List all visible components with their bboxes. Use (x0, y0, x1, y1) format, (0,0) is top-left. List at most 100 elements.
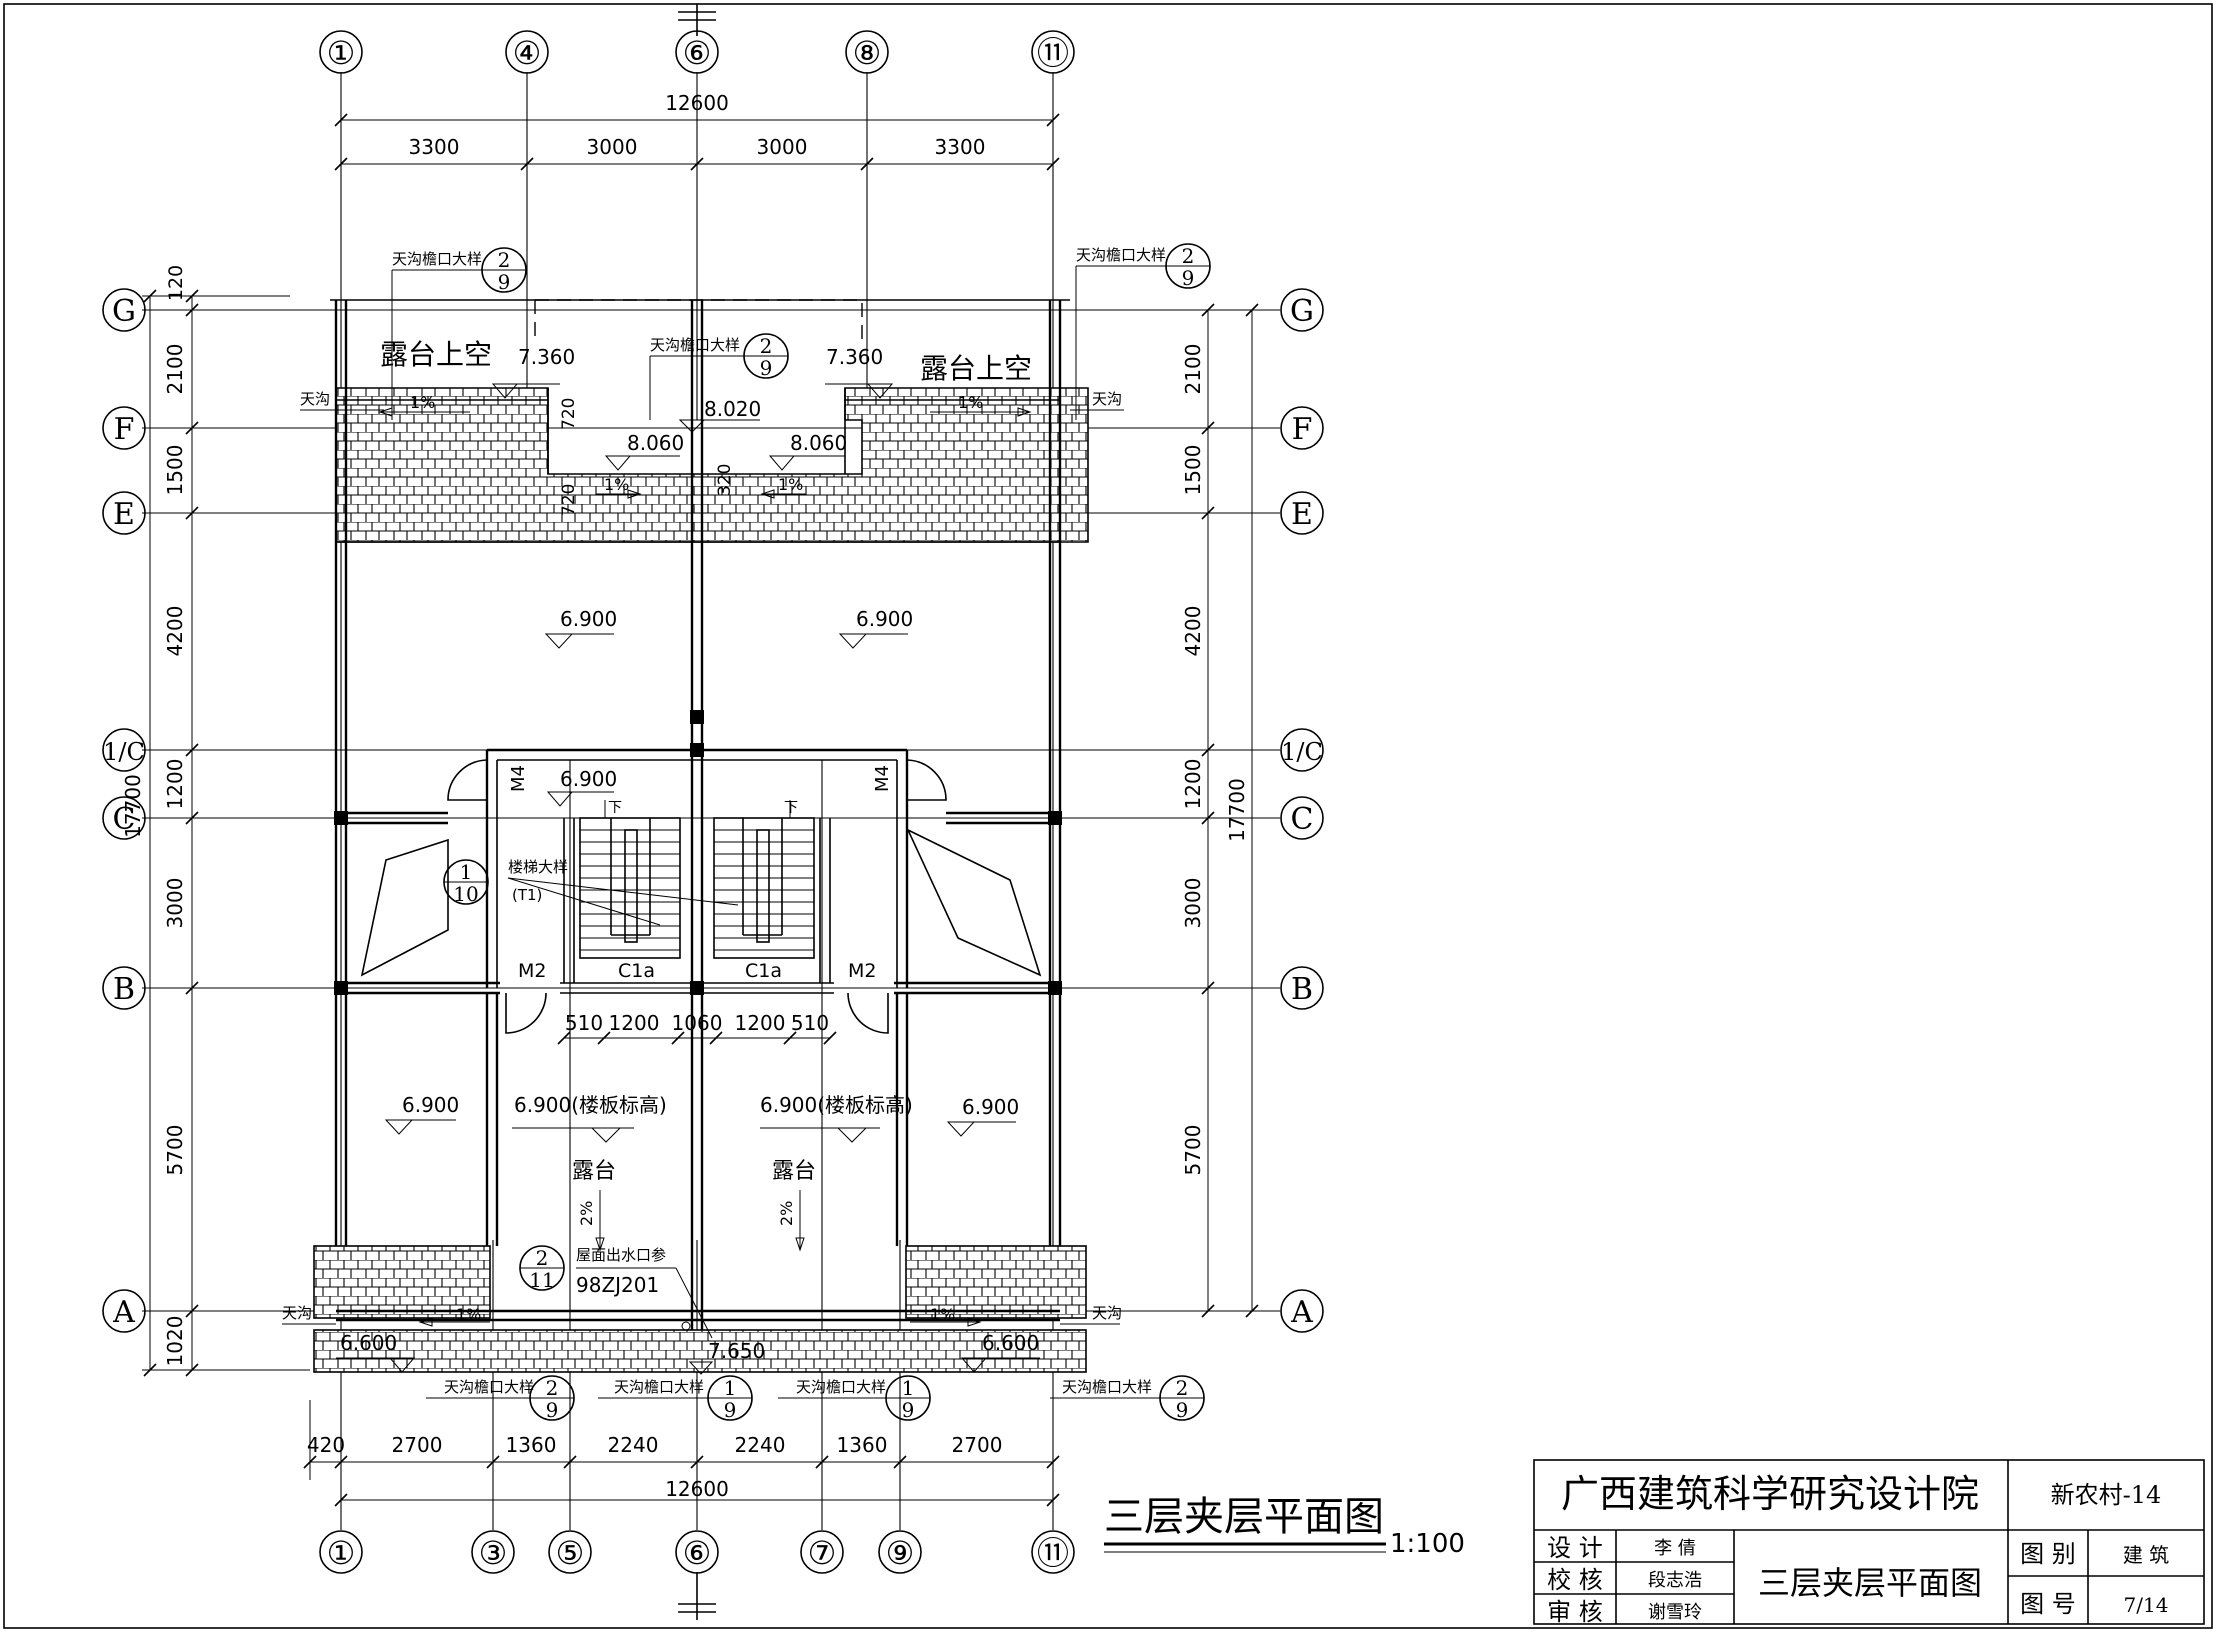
elevation-marks: 7.360 7.360 8.020 8.060 8.060 6.900 6.90… (336, 345, 1040, 1375)
elev-mark-8: 6.900 (546, 767, 617, 807)
ref-label-gutter-1: 天沟檐口大样 (392, 250, 482, 268)
ref-num-3: 2 (1182, 244, 1195, 268)
label-terrace-left: 露台 (572, 1159, 616, 1184)
axis-label-left-E: E (113, 497, 135, 532)
slope-1: 1% (410, 393, 435, 412)
axis-label-left-B: B (113, 972, 135, 1007)
stair-down-left: 下 (608, 800, 622, 816)
axis-label-right-F: F (1292, 412, 1313, 447)
slope-6: 1% (930, 1305, 955, 1324)
stair-dim-5: 510 (791, 1011, 829, 1035)
ref-label-gutter-2: 天沟檐口大样 (650, 336, 740, 354)
slope-3: 1% (604, 475, 629, 494)
stair-down-right: 下 (784, 800, 798, 816)
elev-mark-7: 6.900 (838, 607, 913, 649)
elev-mark-15: 7.650 (688, 1339, 765, 1375)
slope-8: 2% (777, 1201, 796, 1226)
axis-label-right-A: A (1290, 1295, 1313, 1330)
small-dimensions: 720 720 320 (559, 398, 735, 516)
drawing-scale: 1:100 (1390, 1529, 1465, 1559)
dim-right-span-2: 1500 (1181, 445, 1205, 496)
ref-label-gutter-3: 天沟檐口大样 (1076, 246, 1166, 264)
ref-label-stair: 楼梯大样 (508, 858, 568, 876)
tb-design-name: 李 倩 (1654, 1538, 1696, 1559)
ref-label-drain: 屋面出水口参 (576, 1246, 666, 1264)
stair-dimensions: 510 1200 1060 1200 510 (557, 1011, 837, 1045)
dim-top-span-2: 3000 (587, 135, 638, 159)
axis-label-bottom-5: ⑤ (556, 1534, 585, 1572)
room-labels: 露台上空 露台上空 露台 露台 (380, 338, 1032, 1184)
dim-left-span-2: 2100 (163, 344, 187, 395)
side-room-left-outline (360, 838, 449, 977)
gutter-top-left: 天沟 (300, 390, 330, 408)
stair-dim-3: 1060 (672, 1011, 723, 1035)
axis-label-left-G: G (112, 294, 136, 329)
doors: M4 M4 M2 M2 C1a C1a (447, 759, 947, 1034)
roof-tiles-bottom-right (905, 1245, 1087, 1319)
elev-2: 7.360 (826, 345, 883, 369)
elev-7: 6.900 (856, 607, 913, 631)
axis-label-top-6: ⑥ (683, 34, 712, 72)
label-terrace-void-left: 露台上空 (380, 338, 492, 371)
axis-label-top-1: ① (327, 34, 356, 72)
stair-dim-4: 1200 (735, 1011, 786, 1035)
tb-category-value: 建 筑 (2123, 1543, 2169, 1567)
axis-label-left-A: A (112, 1295, 135, 1330)
symmetry-mark-bottom (678, 1572, 716, 1620)
ref-num-2: 2 (760, 334, 773, 358)
axis-label-left-F: F (114, 412, 135, 447)
ref-den-drain: 11 (529, 1268, 554, 1292)
axis-label-bottom-6: ⑥ (683, 1534, 712, 1572)
elev-mark-12: 6.900 (946, 1095, 1019, 1137)
side-room-right-outline (906, 828, 1042, 977)
drawing-title-block: 三层夹层平面图 1:100 (1104, 1494, 1465, 1559)
elev-14: 6.600 (982, 1331, 1039, 1355)
roof-tiles-bottom-eave (313, 1329, 1087, 1373)
axis-label-bottom-7: ⑦ (808, 1534, 837, 1572)
elev-3: 8.020 (704, 397, 761, 421)
sheet-border (3, 3, 2213, 1629)
ref-den-2: 9 (760, 356, 773, 380)
dim-bottom-overall: 12600 (665, 1477, 729, 1501)
elev-12: 6.900 (962, 1095, 1019, 1119)
ref-den-1: 9 (498, 270, 511, 294)
small-dim-720-b: 720 (559, 484, 579, 516)
columns (334, 710, 1062, 995)
elev-mark-2: 7.360 (825, 345, 894, 399)
title-block: 广西建筑科学研究设计院 新农村-14 设 计 李 倩 校 核 段志浩 审 核 谢… (1533, 1459, 2205, 1626)
tb-review-label: 审 核 (1547, 1598, 1603, 1626)
elev-13: 6.600 (340, 1331, 397, 1355)
dim-left-span-4: 4200 (163, 606, 187, 657)
door-m4-left: M4 (508, 765, 529, 792)
dim-left-overall: 17700 (121, 774, 145, 838)
elev-11: 6.900(楼板标高) (760, 1093, 913, 1117)
axis-label-right-1C: 1/C (1281, 738, 1323, 766)
elev-10: 6.900(楼板标高) (514, 1093, 667, 1117)
door-m4-right: M4 (872, 765, 893, 792)
axis-label-bottom-11: ⑪ (1037, 1534, 1069, 1572)
tb-project: 新农村-14 (2051, 1481, 2162, 1509)
elev-mark-4: 8.060 (604, 431, 684, 471)
door-m2-left: M2 (518, 960, 546, 982)
ref-num-6: 1 (902, 1376, 915, 1400)
dimension-bottom: 420 2700 1360 2240 2240 1360 2700 12600 (303, 1400, 1060, 1507)
dim-bottom-span-2: 2700 (392, 1433, 443, 1457)
label-terrace-void-right: 露台上空 (920, 352, 1032, 385)
axis-label-right-C: C (1291, 802, 1314, 837)
dim-left-span-7: 5700 (163, 1125, 187, 1176)
dim-bottom-span-5: 2240 (735, 1433, 786, 1457)
elev-8: 6.900 (560, 767, 617, 791)
elev-mark-13: 6.600 (336, 1331, 416, 1373)
axis-label-right-E: E (1291, 497, 1313, 532)
dim-left-span-1: 120 (165, 265, 187, 301)
tb-check-label: 校 核 (1547, 1566, 1603, 1594)
dim-top-overall: 12600 (665, 91, 729, 115)
ref-den-5: 9 (724, 1398, 737, 1422)
dim-left-span-5: 1200 (163, 759, 187, 810)
roof-tiles-bottom-left (313, 1245, 491, 1319)
dim-top-span-1: 3300 (409, 135, 460, 159)
elev-mark-9: 6.900 (384, 1093, 459, 1135)
dim-top-span-4: 3300 (935, 135, 986, 159)
dim-right-overall: 17700 (1225, 778, 1249, 842)
